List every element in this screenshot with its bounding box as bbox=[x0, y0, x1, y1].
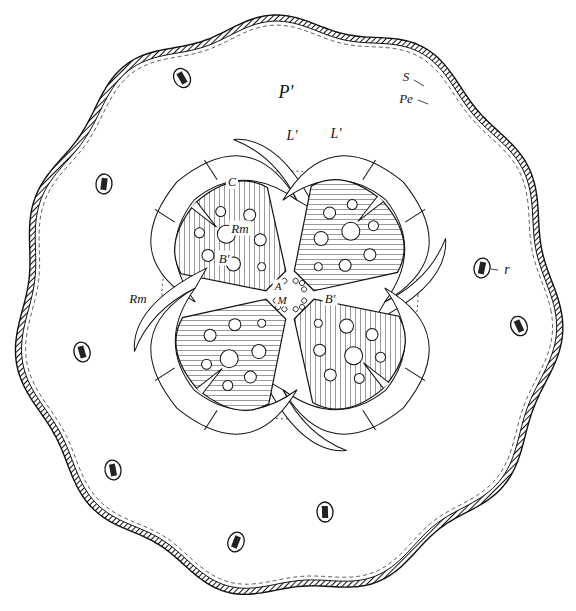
part-label: S bbox=[401, 69, 412, 84]
cortex-limit bbox=[26, 25, 553, 584]
leader-line bbox=[418, 100, 428, 104]
part-label: C bbox=[226, 175, 238, 189]
part-label: L' bbox=[329, 126, 344, 142]
part-label: Pe bbox=[397, 91, 415, 106]
cortical-bundle bbox=[317, 502, 334, 523]
part-label: P' bbox=[277, 82, 296, 102]
part-label: Rm bbox=[229, 221, 250, 236]
part-label: L' bbox=[285, 128, 300, 144]
cortical-bundle bbox=[170, 65, 194, 90]
illustration-group bbox=[15, 15, 562, 594]
part-label: A bbox=[273, 280, 284, 293]
cortical-bundle bbox=[472, 257, 492, 280]
cortical-bundle bbox=[95, 173, 113, 195]
cortical-bundle bbox=[72, 340, 93, 364]
epidermis-inner bbox=[22, 21, 557, 588]
cortical-bundle bbox=[508, 314, 531, 339]
leader-line bbox=[414, 80, 424, 86]
cortical-bundle bbox=[225, 530, 247, 554]
part-label: M bbox=[275, 294, 288, 307]
vascular-lobe bbox=[113, 240, 336, 463]
epidermis-outline bbox=[15, 15, 562, 594]
part-label: Rm bbox=[127, 291, 148, 306]
part-label: B' bbox=[323, 291, 338, 306]
cortical-bundle bbox=[103, 459, 123, 482]
part-label: B' bbox=[217, 251, 232, 266]
leader-line bbox=[491, 269, 498, 270]
part-label: r bbox=[502, 262, 511, 278]
